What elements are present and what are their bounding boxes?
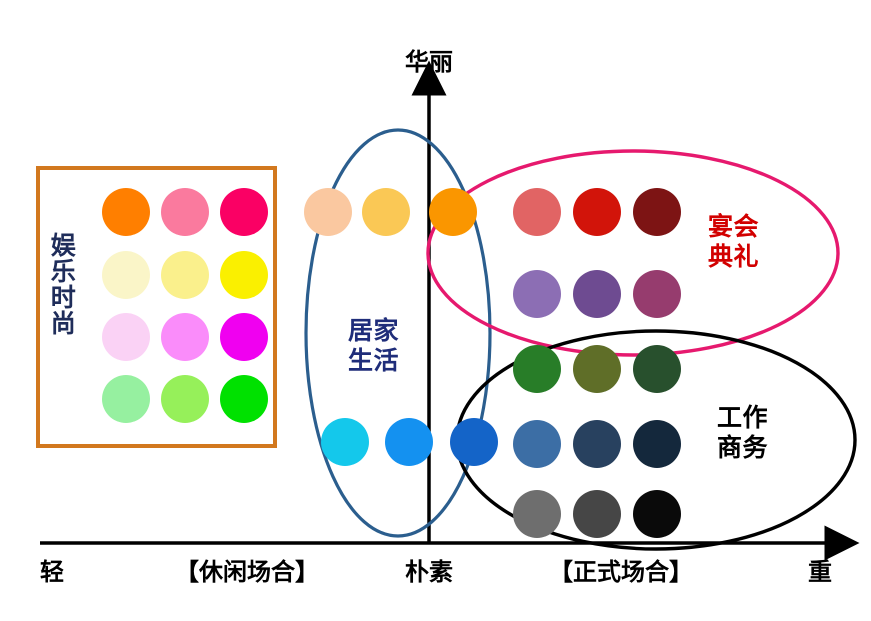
group-outline-banquet-ceremony[interactable] <box>426 149 840 357</box>
swatch-light-purple[interactable] <box>513 270 561 318</box>
swatch-pale-orange[interactable] <box>304 188 352 236</box>
swatch-plum[interactable] <box>633 270 681 318</box>
group-label-home-life: 居家生活 <box>348 317 400 375</box>
swatch-dark-gray[interactable] <box>573 490 621 538</box>
swatch-amber[interactable] <box>429 188 477 236</box>
color-swatches <box>102 188 681 538</box>
group-label-work-business: 工作商务 <box>717 404 769 462</box>
swatch-light-orange[interactable] <box>362 188 410 236</box>
axis-label-y-top: 华丽 <box>405 49 453 76</box>
axis-label-formal: 【正式场合】 <box>549 559 693 586</box>
swatch-purple[interactable] <box>573 270 621 318</box>
swatch-light-green[interactable] <box>161 375 209 423</box>
swatch-light-red[interactable] <box>513 188 561 236</box>
swatch-blue[interactable] <box>450 418 498 466</box>
swatch-orange[interactable] <box>102 188 150 236</box>
swatch-pale-yellow[interactable] <box>102 251 150 299</box>
group-label-entertainment-fashion: 娱乐时尚 <box>47 232 76 336</box>
axis-label-casual: 【休闲场合】 <box>175 559 319 586</box>
swatch-pink[interactable] <box>161 188 209 236</box>
swatch-olive[interactable] <box>573 345 621 393</box>
swatch-steel-blue[interactable] <box>513 420 561 468</box>
swatch-cyan[interactable] <box>321 418 369 466</box>
swatch-dark-navy[interactable] <box>633 420 681 468</box>
group-outline-entertainment-fashion[interactable] <box>36 166 277 448</box>
swatch-yellow[interactable] <box>220 251 268 299</box>
swatch-azure[interactable] <box>385 418 433 466</box>
swatch-dark-red[interactable] <box>633 188 681 236</box>
swatch-green[interactable] <box>220 375 268 423</box>
swatch-green-mid[interactable] <box>513 345 561 393</box>
axes <box>40 60 860 561</box>
swatch-black[interactable] <box>633 490 681 538</box>
swatch-light-yellow[interactable] <box>161 251 209 299</box>
swatch-magenta[interactable] <box>220 313 268 361</box>
swatch-gray[interactable] <box>513 490 561 538</box>
axis-label-x-right: 重 <box>808 559 832 586</box>
swatch-light-magenta[interactable] <box>161 313 209 361</box>
swatch-dark-green[interactable] <box>633 345 681 393</box>
swatch-navy[interactable] <box>573 420 621 468</box>
swatch-red[interactable] <box>573 188 621 236</box>
group-outline-home-life[interactable] <box>304 128 492 538</box>
axis-label-x-left: 轻 <box>40 559 64 586</box>
swatch-pale-green[interactable] <box>102 375 150 423</box>
swatch-pale-violet[interactable] <box>102 313 150 361</box>
axis-label-x-center: 朴素 <box>405 559 453 586</box>
group-label-banquet-ceremony: 宴会典礼 <box>708 213 760 271</box>
swatch-deep-pink[interactable] <box>220 188 268 236</box>
